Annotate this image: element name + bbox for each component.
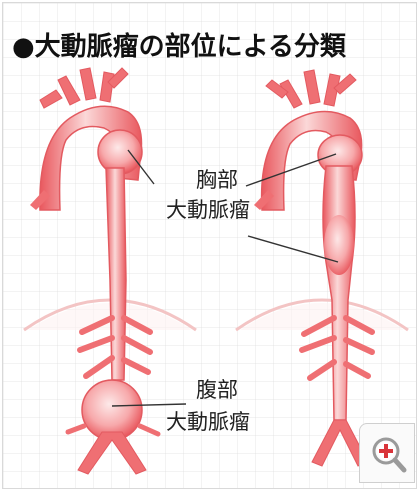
left-branch-1: [58, 76, 80, 105]
left-iliac-bifurcation: [78, 432, 146, 474]
left-descending-aorta: [106, 168, 126, 380]
left-branch-4: [40, 90, 62, 108]
thoracic-label-line1: 胸部: [196, 166, 238, 194]
thoracic-label-line2: 大動脈瘤: [166, 196, 250, 224]
leader-line-thoracic-upper: [246, 154, 336, 186]
right-branch-2: [304, 70, 320, 104]
abdominal-label-line1: 腹部: [196, 376, 238, 404]
zoom-button[interactable]: [359, 423, 415, 483]
right-aorta: [236, 70, 408, 466]
left-branch-2: [80, 68, 96, 100]
right-descending-aorta: [323, 166, 355, 420]
abdominal-label-line2: 大動脈瘤: [166, 408, 250, 436]
left-abdominal-aneurysm: [82, 380, 142, 440]
left-branch-3: [100, 72, 114, 102]
right-thoracic-aneurysm-lower: [324, 215, 354, 275]
magnifier-plus-icon: [360, 424, 416, 484]
